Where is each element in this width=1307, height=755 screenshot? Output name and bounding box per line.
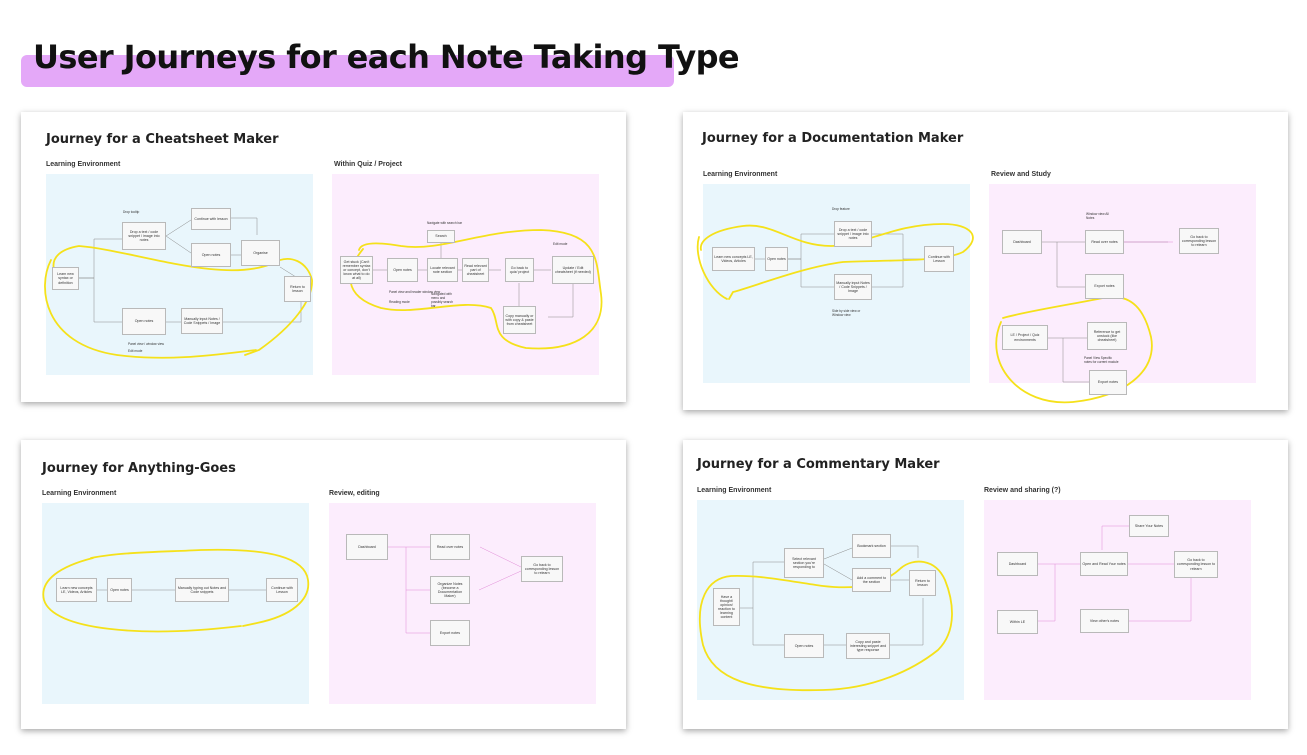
node-open-notes: Open notes xyxy=(122,308,166,335)
node-dashboard: Dashboard xyxy=(997,552,1038,576)
card-anything-goes: Journey for Anything-Goes Learning Envir… xyxy=(21,440,626,729)
node-continue-lesson: Continue with lesson xyxy=(191,208,231,230)
learning-environment-region xyxy=(46,174,313,375)
node-dashboard: Dashboard xyxy=(346,534,388,560)
section-label-quiz: Within Quiz / Project xyxy=(334,161,402,168)
note-panel-view: Panel view / window view xyxy=(128,342,164,346)
node-environments: LE / Project / Quiz environments xyxy=(1002,325,1048,350)
section-label-learning: Learning Environment xyxy=(46,161,121,168)
node-manual-input: Manually input Notes / Code Snippets / I… xyxy=(181,308,223,334)
node-add-comment: Add a comment to the section xyxy=(852,568,891,592)
node-manual-typing: Manually typing out Notes and Code snipp… xyxy=(175,578,229,602)
node-open-notes: Open notes xyxy=(191,243,231,267)
node-export-notes: Export notes xyxy=(1085,274,1124,299)
node-return-lesson: Return to lesson xyxy=(909,570,936,596)
section-label-review: Review and Study xyxy=(991,171,1051,178)
node-drop-snippet: Drop a text / code snippet / image into … xyxy=(122,222,166,250)
section-label-learning: Learning Environment xyxy=(42,490,117,497)
node-return-lesson: Return to lesson xyxy=(284,276,311,302)
page-title: User Journeys for each Note Taking Type xyxy=(33,38,740,76)
node-open-notes: Open notes xyxy=(107,578,132,602)
node-open-notes: Open notes xyxy=(765,247,788,271)
section-label-review: Review, editing xyxy=(329,490,380,497)
node-go-back-lesson: Go back to corresponding lesson to relea… xyxy=(521,556,563,582)
node-drop-snippet: Drop a text / code snippet / image into … xyxy=(834,221,872,247)
card-cheatsheet: Journey for a Cheatsheet Maker Learning … xyxy=(21,112,626,402)
card-title: Journey for a Documentation Maker xyxy=(702,131,964,146)
node-bookmark-section: Bookmark section xyxy=(852,534,891,558)
node-share-notes: Share Your Notes xyxy=(1129,515,1169,537)
node-dashboard: Dashboard xyxy=(1002,230,1042,254)
node-read-notes: Read over notes xyxy=(1085,230,1124,254)
node-learn-concepts: Learn new concepts LE, Videos, Articles xyxy=(56,578,97,602)
node-open-notes: Open notes xyxy=(387,258,418,282)
card-commentary: Journey for a Commentary Maker Learning … xyxy=(683,440,1288,729)
node-reference: Reference to get unstuck (like cheatshee… xyxy=(1087,322,1127,350)
note-side-by-side: Side by side view or Window view xyxy=(832,309,861,317)
node-have-thought: Have a thought/ opinion/ reaction to lea… xyxy=(713,588,740,626)
node-within-le: Within LE xyxy=(997,610,1038,634)
node-organize-notes: Organize Notes (become a Documentation M… xyxy=(430,576,470,604)
card-title: Journey for a Cheatsheet Maker xyxy=(46,132,279,147)
node-learn-concepts: Learn new concepts LE, Videos, Articles xyxy=(712,247,755,271)
note-reading-mode: Reading mode xyxy=(389,300,410,304)
node-go-back-lesson: Go back to corresponding lesson to relea… xyxy=(1179,228,1219,254)
review-sharing-region xyxy=(984,500,1251,700)
note-navigate-search: Navigate with search bar xyxy=(427,221,463,225)
node-continue-lesson: Continue with Lesson xyxy=(266,578,298,602)
node-view-others-notes: View other's notes xyxy=(1080,609,1129,633)
note-panel-view: Panel View Specific notes for current mo… xyxy=(1084,356,1119,364)
node-locate-section: Locate relevant note section xyxy=(427,258,458,282)
card-title: Journey for a Commentary Maker xyxy=(697,457,940,472)
title-highlight xyxy=(21,55,674,87)
note-window-view: Window view All Notes xyxy=(1086,212,1109,220)
node-manual-input: Manually input Notes / Code Snippets / I… xyxy=(834,274,872,300)
node-export-notes: Export notes xyxy=(430,620,470,646)
node-search: Search xyxy=(427,230,455,243)
node-go-back-lesson: Go back to corresponding lesson to relea… xyxy=(1174,551,1218,578)
node-update-cheatsheet: Update / Edit cheatsheet (if needed) xyxy=(552,256,594,284)
note-navigated-menu: Navigated with menu and possibly search … xyxy=(431,292,453,308)
node-select-section: Select relevant section you're respondin… xyxy=(784,548,824,578)
node-organise: Organise xyxy=(241,240,280,266)
node-copy-manually: Copy manually or with copy & paste from … xyxy=(503,306,536,334)
note-edit-mode: Edit mode xyxy=(553,242,568,246)
note-drop-feature: Drop feature xyxy=(832,207,850,211)
card-documentation: Journey for a Documentation Maker Learni… xyxy=(683,112,1288,410)
node-open-read-notes: Open and Read Your notes xyxy=(1080,552,1128,576)
note-panel-header: Panel view and header window view xyxy=(389,290,441,294)
node-read-cheatsheet: Read relevant part of cheatsheet xyxy=(462,258,489,282)
learning-environment-region xyxy=(42,503,309,704)
node-open-notes: Open notes xyxy=(784,634,824,658)
note-edit-mode: Edit mode xyxy=(128,349,143,353)
node-get-stuck: Get stuck (Can't remember syntax or conc… xyxy=(340,256,373,284)
section-label-learning: Learning Environment xyxy=(703,171,778,178)
node-go-back-quiz: Go back to quiz/ project xyxy=(505,258,534,282)
section-label-learning: Learning Environment xyxy=(697,487,772,494)
node-read-notes: Read over notes xyxy=(430,534,470,560)
note-drop-tooltip: Drop tooltip xyxy=(123,210,140,214)
node-export-notes: Export notes xyxy=(1089,370,1127,395)
section-label-review: Review and sharing (?) xyxy=(984,487,1061,494)
node-continue-lesson: Continue with Lesson xyxy=(924,246,954,272)
node-learn-syntax: Learn new syntax or definition xyxy=(52,267,79,290)
card-title: Journey for Anything-Goes xyxy=(42,461,236,476)
node-copy-paste: Copy and paste interesting snippet and t… xyxy=(846,633,890,659)
